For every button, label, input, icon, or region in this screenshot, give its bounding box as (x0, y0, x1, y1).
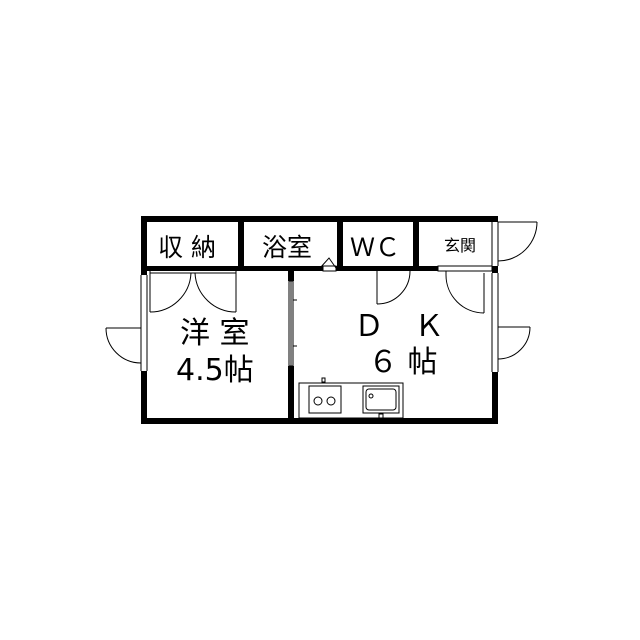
western-room-name: 洋 室 (180, 316, 250, 351)
interior-walls (141, 216, 438, 424)
kitchen-counter (298, 382, 404, 419)
dk-window-icon (491, 273, 531, 372)
sink-icon (362, 385, 400, 420)
storage-door-icon (149, 271, 237, 313)
bathroom-label: 浴室 (262, 233, 312, 262)
window-icon (105, 275, 148, 371)
stove-icon (308, 377, 342, 414)
wc-door-icon (376, 270, 411, 305)
front-door-icon (491, 221, 538, 266)
dk-room-name: Ｄ Ｋ (354, 309, 444, 344)
sliding-door-icon (288, 280, 297, 367)
dk-room-size: ６ 帖 (368, 345, 438, 380)
entrance-label: 玄関 (444, 236, 476, 255)
western-room-size: 4.5帖 (176, 353, 254, 388)
bath-door-icon (319, 257, 337, 272)
toilet-label: ＷＣ (350, 233, 400, 262)
storage-label: 収 納 (158, 233, 216, 262)
entrance-inner-door-icon (437, 265, 493, 314)
